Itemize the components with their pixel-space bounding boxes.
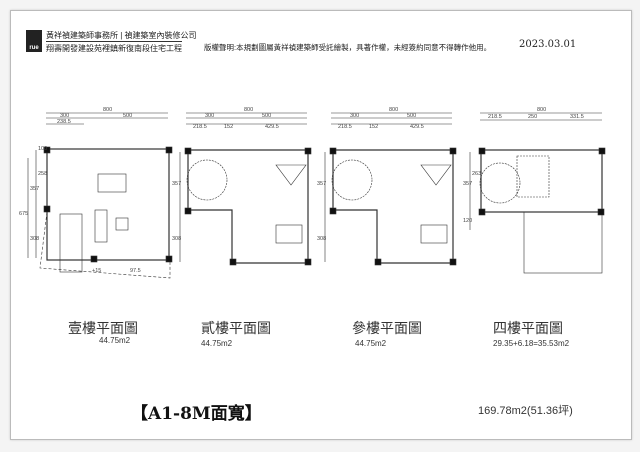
floor-1-title: 壹樓平面圖 [68, 321, 138, 337]
dim-label: 308 [30, 236, 39, 242]
logo-text: rue [26, 45, 42, 52]
dim-label: 800 [389, 107, 398, 113]
dim-label: 263 [472, 171, 481, 177]
dim-label: 500 [262, 113, 271, 119]
project-name: 翔壽開發建設苑裡鎮新復南段住宅工程 [46, 41, 182, 54]
date: 2023.03.01 [519, 39, 577, 50]
dim-label: 308 [172, 236, 181, 242]
floor-4-title: 四樓平面圖 [493, 321, 563, 337]
dim-label: 300 [350, 113, 359, 119]
floor-plan-3 [324, 112, 457, 266]
dim-label: 429.5 [265, 124, 279, 130]
dim-label: 357 [463, 181, 472, 187]
dim-label: 152 [224, 124, 233, 130]
dim-label: 258 [38, 171, 47, 177]
dim-label: 800 [537, 107, 546, 113]
dim-label: 308 [317, 236, 326, 242]
dimension-labels: 800 300 500 238.5 800 300 500 218.5 152 … [19, 107, 584, 274]
dim-label: 218.5 [338, 124, 352, 130]
dim-label: 357 [30, 186, 39, 192]
dim-label: 500 [123, 113, 132, 119]
dim-label: 500 [407, 113, 416, 119]
dim-label: +15 [92, 268, 101, 274]
dim-label: 331.5 [570, 114, 584, 120]
floor-3-area: 44.75m2 [355, 339, 387, 348]
total-area: 169.78m2(51.36坪) [478, 405, 573, 417]
dim-label: 800 [103, 107, 112, 113]
model-title: 【A1-8M面寬】 [131, 404, 262, 424]
dim-label: 800 [244, 107, 253, 113]
floor-plan-2 [179, 112, 312, 266]
floor-4-area: 29.35+6.18=35.53m2 [493, 339, 570, 348]
dim-label: 218.5 [193, 124, 207, 130]
dim-label: 238.5 [57, 119, 71, 125]
dim-label: 250 [528, 114, 537, 120]
floor-plan-4 [469, 112, 606, 274]
dim-label: 120 [463, 218, 472, 224]
dim-label: 357 [172, 181, 181, 187]
firm-name: 黃祥禎建築師事務所 | 禎建築室內裝修公司 [46, 31, 197, 40]
dim-label: 300 [60, 113, 69, 119]
dim-label: 100 [38, 146, 47, 152]
floor-2-area: 44.75m2 [201, 339, 233, 348]
dim-label: 429.5 [410, 124, 424, 130]
drawing-sheet [10, 10, 632, 440]
dim-label: 357 [317, 181, 326, 187]
dim-label: 152 [369, 124, 378, 130]
dim-label: 675 [19, 211, 28, 217]
floor-1-area: 44.75m2 [99, 336, 131, 345]
dim-label: 218.5 [488, 114, 502, 120]
dim-label: 300 [205, 113, 214, 119]
copyright-notice: 版權聲明:本規劃圖屬黃祥禎建築師受託繪製，具著作權，未經簽約同意不得轉作他用。 [204, 43, 492, 52]
floor-2-title: 貳樓平面圖 [201, 321, 271, 337]
floor-plan-1 [27, 112, 173, 279]
dim-label: 97.5 [130, 268, 141, 274]
floor-3-title: 參樓平面圖 [352, 321, 422, 337]
